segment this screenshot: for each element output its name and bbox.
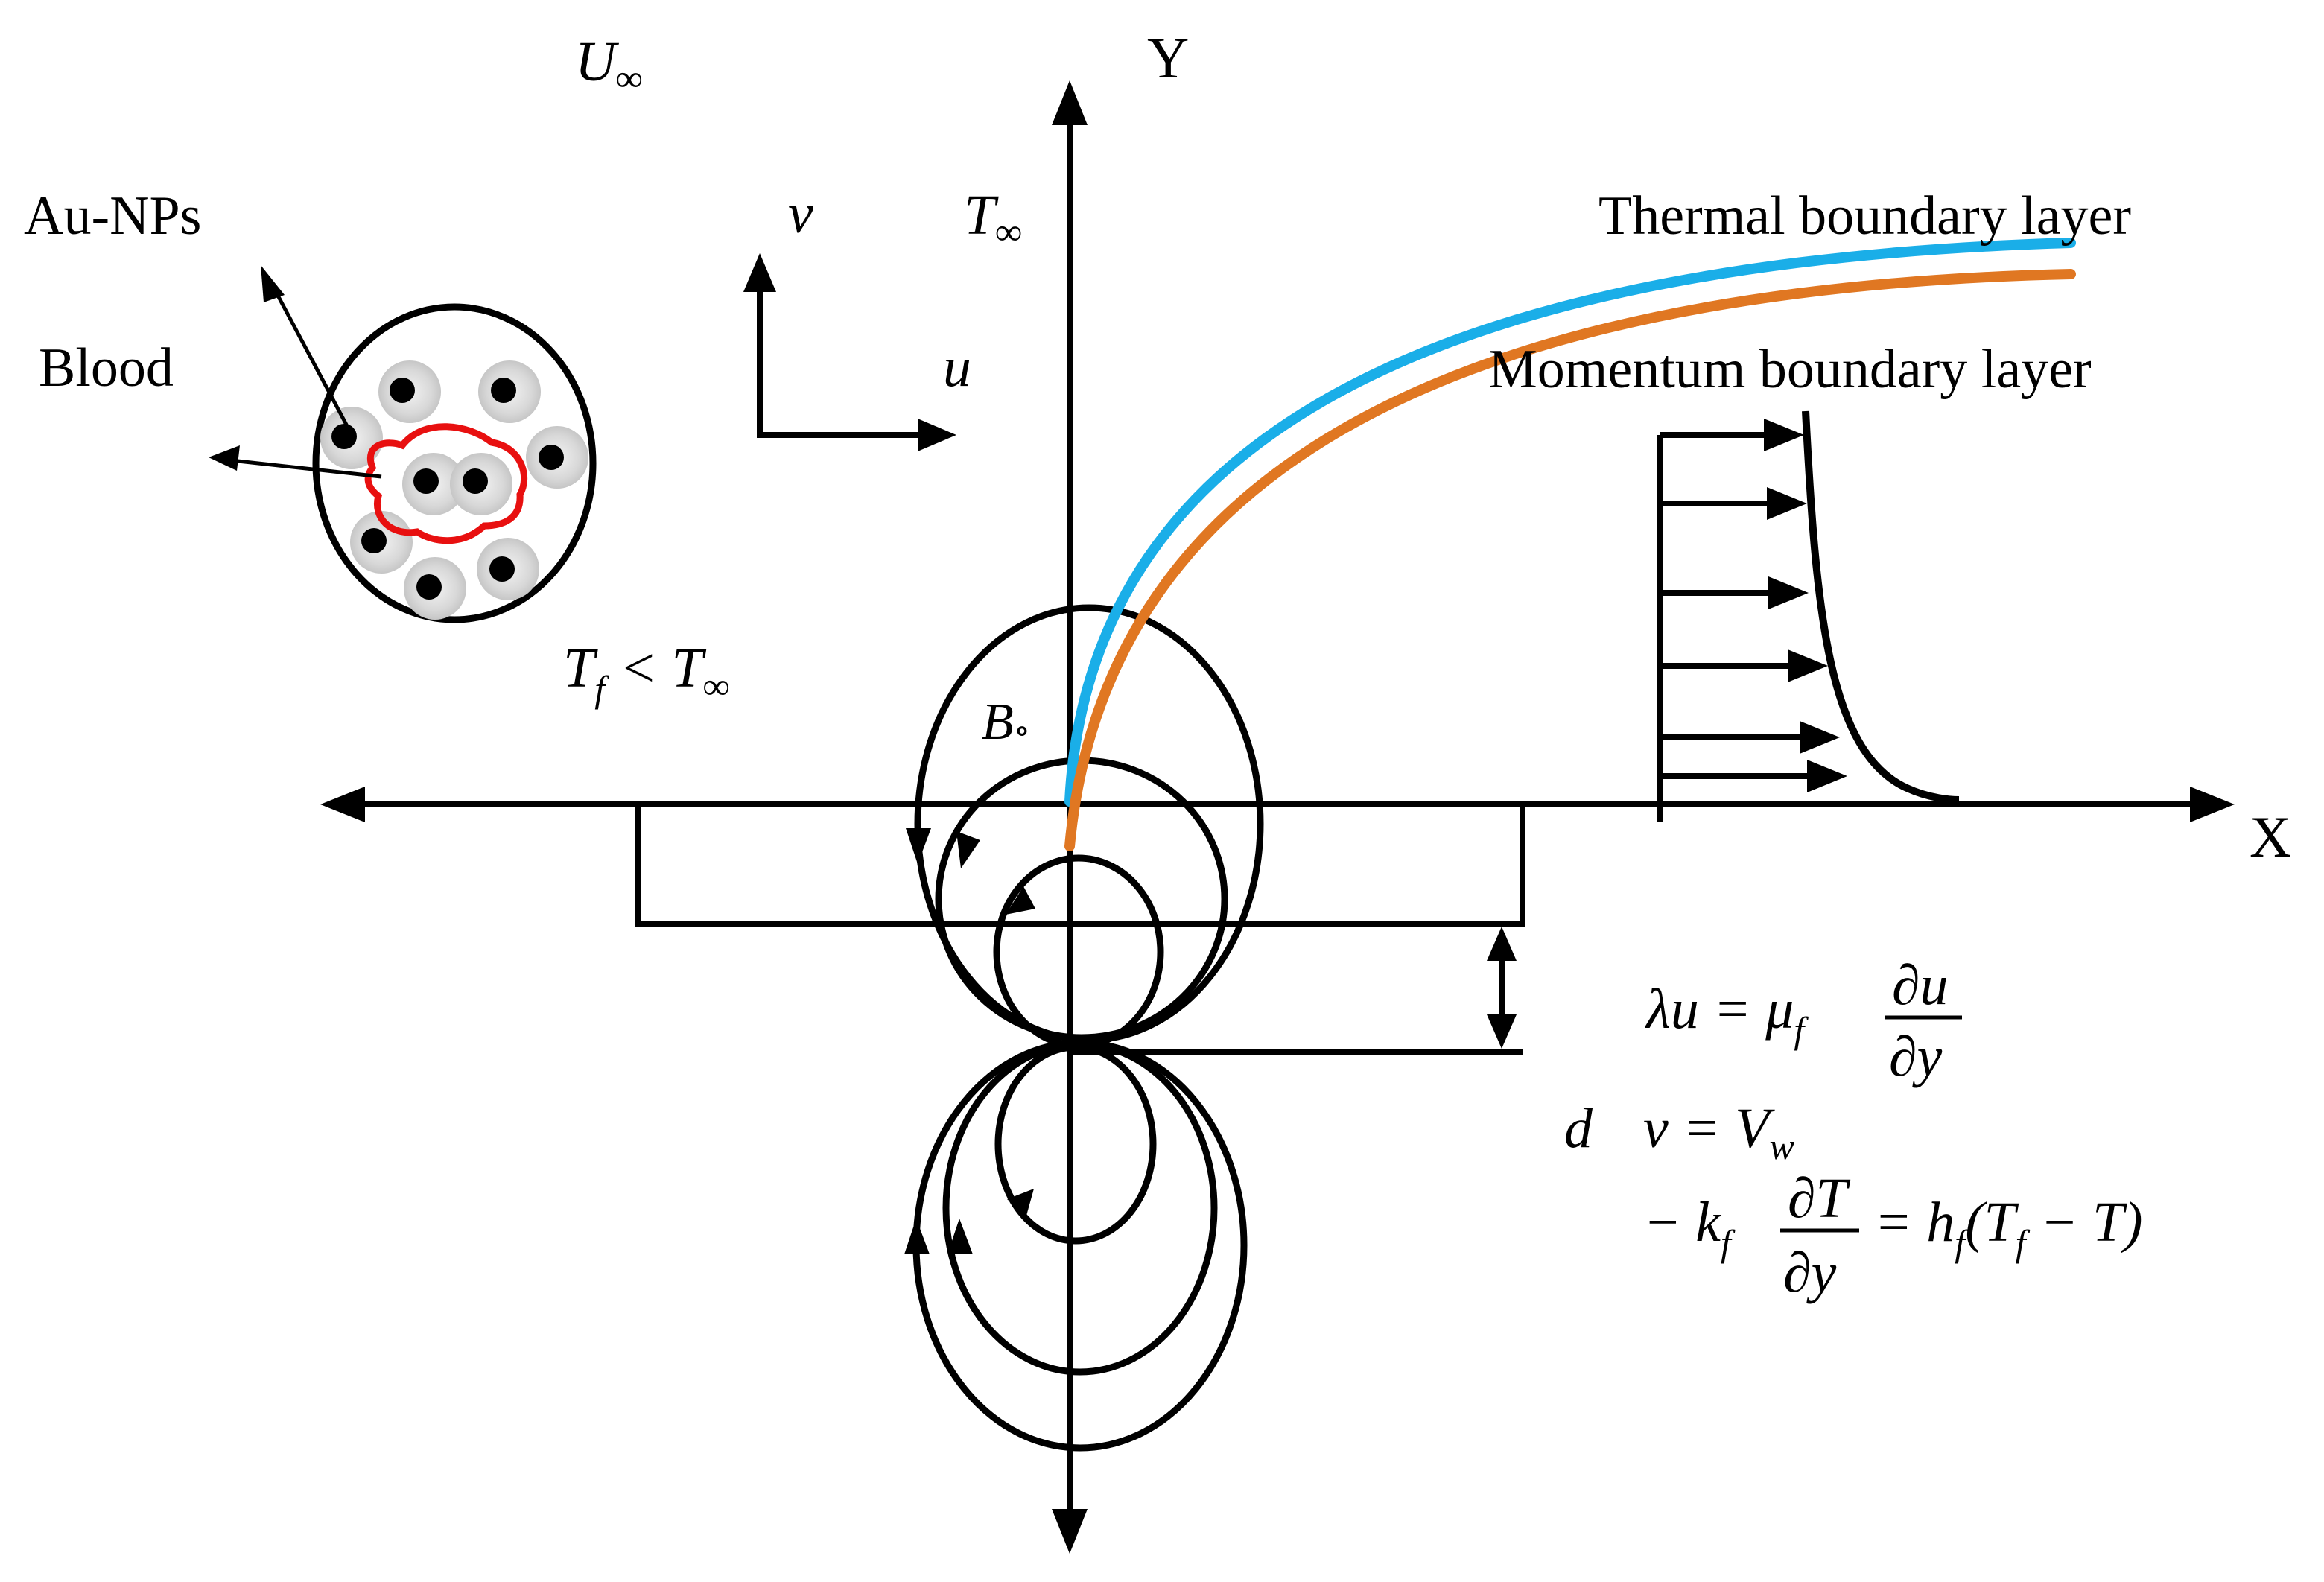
thermal-boundary-layer-label: Thermal boundary layer [1598,185,2131,247]
field-arrow-2 [956,831,980,868]
nanoparticle [477,538,539,600]
au-nps-label: Au-NPs [24,185,201,247]
blood-label: Blood [39,337,174,398]
field-arrow-5 [947,1219,973,1254]
eq1-lhs: λu = μf [1645,978,1809,1051]
u-direction-arrowhead [918,419,956,451]
eq2: v = Vw [1643,1097,1794,1167]
x-axis-arrow-right [2190,787,2235,822]
temperature-condition-label: Tf < T∞ [563,637,729,710]
distance-d-arrowhead-top [1487,927,1517,961]
eq3-numerator: ∂T [1788,1167,1851,1230]
uv-axes [757,283,924,438]
uv-axes-lines [757,283,924,438]
y-axis-arrow-down [1052,1509,1088,1554]
nanoparticle [526,426,588,489]
field-loop-upper-inner [993,854,1164,1049]
magnetic-field-label: B∘ [982,693,1030,751]
field-loop-lower-middle [942,1041,1218,1376]
nanoparticle [478,360,541,423]
u-infinity-label: U∞ [575,31,643,99]
thermal-boundary-layer-curve [1064,238,2076,807]
u-velocity-label: u [943,336,971,398]
eq1-numerator: ∂u [1892,954,1949,1017]
nanoparticle [450,453,512,515]
field-arrow-3 [1006,886,1035,915]
blood-pointer [230,458,382,479]
blood-vessel-inset [209,265,597,623]
nanoparticle [378,360,441,423]
field-arrow-6 [1007,1189,1034,1216]
nanoparticle [320,407,383,469]
v-direction-arrowhead [743,253,776,292]
v-velocity-label: v [788,182,813,245]
plate [635,804,1525,1055]
nanoparticle [404,557,466,620]
eq3-rhs: = hf(Tf − T) [1874,1191,2143,1264]
momentum-boundary-layer-label: Momentum boundary layer [1488,339,2092,400]
tumor-outline [364,423,528,544]
momentum-boundary-layer-curve [1064,269,2076,851]
field-arrow-1 [906,828,931,864]
field-line-arrows [904,828,1035,1254]
inset-pointer-arrows [230,279,382,479]
blood-pointer-head [209,445,240,471]
axes [320,80,2235,1554]
distance-d-arrowhead-bottom [1487,1014,1517,1049]
au-nps-pointer-head [261,265,285,302]
field-loop-lower-inner [994,1043,1157,1245]
y-axis-label: Y [1147,25,1189,90]
x-axis-label: X [2250,804,2291,869]
nanoparticle [402,453,465,515]
velocity-profile-curve [1802,410,1960,804]
eq3-denominator: ∂y [1783,1242,1837,1304]
eq3-lhs: − kf [1643,1191,1736,1264]
velocity-arrowheads [1764,419,1847,792]
gold-nanoparticles [320,360,588,620]
x-axis-arrow-left [320,787,365,822]
au-nps-pointer [267,279,349,428]
plate-outline [635,804,1525,927]
t-infinity-label: T∞ [964,184,1022,252]
nanoparticle [350,511,413,574]
field-arrow-4 [904,1219,930,1254]
velocity-profile [1657,410,1960,822]
boundary-condition-equations: λu = μf ∂u ∂y v = Vw − kf ∂T ∂y = hf(Tf … [1643,954,2143,1304]
eq1-denominator: ∂y [1889,1026,1943,1088]
distance-d-label: d [1564,1097,1593,1160]
y-axis-arrow-up [1052,80,1088,125]
